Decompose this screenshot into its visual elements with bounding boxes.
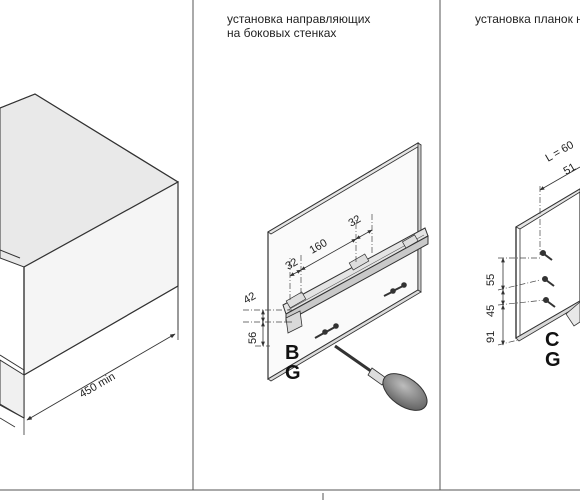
- screw-icon: [333, 323, 339, 329]
- screw-icon: [542, 275, 549, 282]
- screw-icon: [543, 296, 550, 303]
- dim-55: 55: [485, 274, 497, 286]
- dim-56: 56: [247, 332, 259, 344]
- frame-top-edge: [515, 188, 580, 230]
- dim-lines-middle: [261, 229, 373, 347]
- screw-icon: [390, 288, 396, 294]
- dim-51: 51: [562, 161, 579, 178]
- label-letter-c: C: [545, 329, 559, 351]
- cabinet-inner-bottom: [0, 354, 25, 371]
- side-wall-drawing: 32 160 32 42 56 B G: [242, 141, 429, 411]
- dim-32-left: 32: [284, 256, 301, 273]
- label-letter-g-right: G: [545, 349, 561, 371]
- caption-right: установка планок н: [475, 12, 580, 26]
- side-wall-right-edge: [417, 142, 422, 293]
- cabinet-inner-edge: [0, 249, 21, 259]
- screw-plate-front: [285, 291, 307, 309]
- cabinet-base-line: [0, 417, 16, 428]
- cabinet-side-drawing: L = 60 51 55 45 91 C G: [485, 139, 580, 371]
- slide-groove: [287, 234, 425, 311]
- screw-group-rear: [383, 282, 407, 297]
- cabinet-drawing: 450 min: [0, 93, 179, 435]
- label-letter-g: G: [285, 362, 301, 384]
- caption-middle-line1: установка направляющих: [227, 12, 371, 26]
- dim-450-label: 450 min: [78, 371, 118, 401]
- label-letter-b: B: [285, 342, 299, 364]
- dim-42: 42: [242, 290, 259, 307]
- frame-bottom-edge: [515, 300, 580, 342]
- dim-450-line: [26, 333, 176, 421]
- dim-45: 45: [485, 305, 497, 317]
- slide-front-end: [285, 310, 303, 334]
- cabinet-bottom-left: [0, 403, 25, 419]
- cabinet-back-edge: [0, 93, 179, 183]
- screw-plate-rear: [401, 234, 419, 249]
- screwdriver-tip-icon: [565, 301, 580, 327]
- screw-icon: [540, 249, 547, 256]
- screw-group-front: [314, 323, 339, 339]
- dim-32-right: 32: [347, 213, 364, 230]
- dim-91: 91: [485, 331, 497, 343]
- cabinet-side-face: [0, 359, 25, 419]
- screwdriver-icon: [334, 344, 428, 411]
- caption-middle-line2: на боковых стенках: [227, 26, 337, 40]
- dim-lines-right: [501, 166, 580, 346]
- screw-icon: [401, 282, 407, 288]
- side-wall-bottom-edge: [267, 289, 422, 382]
- screw-group-right: [540, 249, 556, 308]
